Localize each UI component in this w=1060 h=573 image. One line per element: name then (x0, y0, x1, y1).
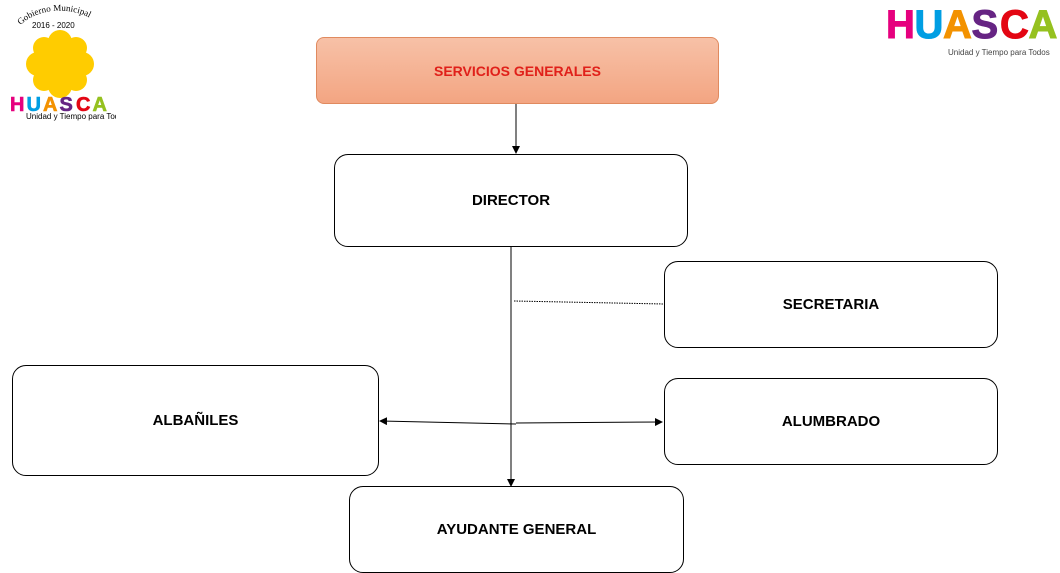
wordmark-letter: A (93, 94, 107, 116)
flower-icon (26, 30, 94, 98)
wordmark-letter: S (60, 94, 73, 116)
wordmark-letter: U (27, 94, 41, 116)
logo-years: 2016 - 2020 (32, 21, 75, 30)
connector-secretaria (513, 300, 665, 305)
connector-alumbrado (515, 418, 663, 427)
wordmark-letter: A (43, 94, 57, 116)
wordmark-letter: C (1000, 3, 1029, 47)
wordmark-letter: U (915, 3, 944, 47)
servicios-generales-box: SERVICIOS GENERALES (316, 37, 719, 104)
ayudante-general-box: AYUDANTE GENERAL (349, 486, 684, 573)
brand-tagline: Unidad y Tiempo para Todos (948, 48, 1050, 57)
wordmark-letter: H (10, 94, 24, 116)
director-box: DIRECTOR (334, 154, 688, 247)
wordmark-letter: C (76, 94, 90, 116)
albaniles-box: ALBAÑILES (12, 365, 379, 476)
wordmark-letter: A (1029, 3, 1058, 47)
connector-albaniles (379, 417, 517, 426)
logo-tagline: Unidad y Tiempo para Todos (26, 112, 116, 121)
wordmark-letter: A (943, 3, 972, 47)
wordmark-letter: S (972, 3, 999, 47)
secretaria-box: SECRETARIA (664, 261, 998, 348)
alumbrado-box: ALUMBRADO (664, 378, 998, 465)
wordmark-letter: H (886, 3, 915, 47)
